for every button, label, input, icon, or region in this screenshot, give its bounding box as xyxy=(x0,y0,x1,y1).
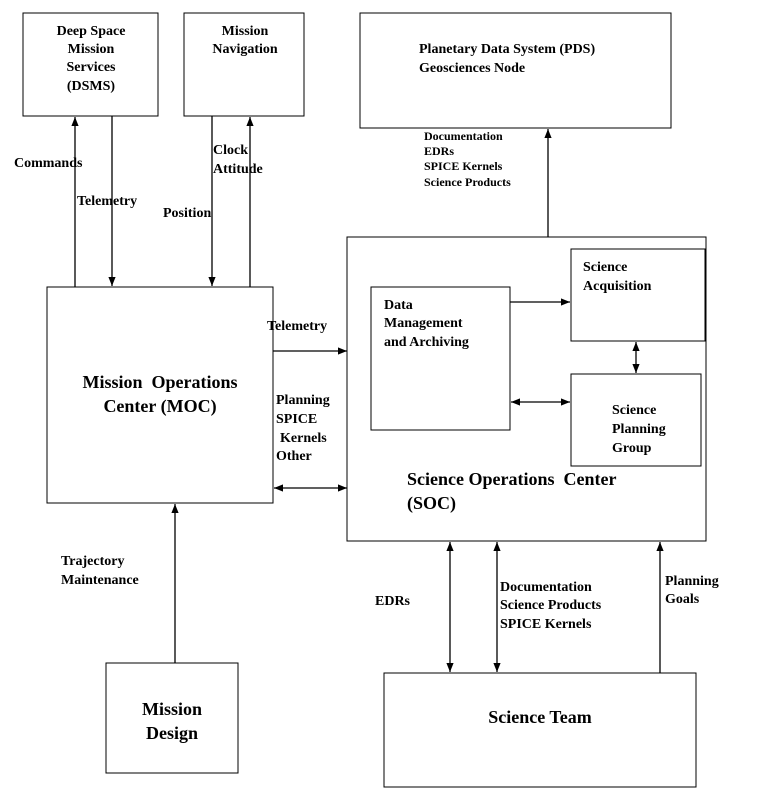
telemetry-label: Telemetry xyxy=(77,194,137,209)
mission-design-label: Design xyxy=(146,723,198,743)
team-flow-label: Documentation xyxy=(500,580,592,595)
mission-design-box: Mission Design xyxy=(105,662,239,774)
navigation-label: Mission xyxy=(222,24,269,39)
navigation-label: Navigation xyxy=(212,42,278,57)
soc-label: (SOC) xyxy=(407,493,456,514)
science-acquisition-label: Acquisition xyxy=(583,279,652,294)
science-acquisition-box: Science Acquisition xyxy=(570,248,706,342)
data-management-label: Management xyxy=(384,316,463,331)
trajectory-label: Maintenance xyxy=(61,573,139,588)
science-planning-label: Group xyxy=(612,441,652,456)
soc-label: Science Operations Center xyxy=(407,469,616,489)
pds-flow-label: EDRs xyxy=(424,144,454,158)
planning-goals-label: Planning xyxy=(665,574,719,589)
dsms-label: (DSMS) xyxy=(67,79,116,94)
science-planning-label: Science xyxy=(612,403,656,418)
pds-box: Planetary Data System (PDS) Geosciences … xyxy=(359,12,672,129)
attitude-label: Attitude xyxy=(213,162,263,177)
science-team-label: Science Team xyxy=(488,707,592,727)
pds-flow-label: Science Products xyxy=(424,175,511,189)
science-acquisition-label: Science xyxy=(583,260,627,275)
data-management-box: Data Management and Archiving xyxy=(370,286,511,431)
edrs-label: EDRs xyxy=(375,594,411,609)
trajectory-label: Trajectory xyxy=(61,554,124,569)
pds-flow-label: SPICE Kernels xyxy=(424,159,503,173)
dsms-box: Deep Space Mission Services (DSMS) xyxy=(22,12,159,117)
team-flow-label: Science Products xyxy=(500,598,602,613)
clock-label: Clock xyxy=(213,143,248,158)
moc-box: Mission Operations Center (MOC) xyxy=(46,286,274,504)
mission-design-label: Mission xyxy=(142,699,202,719)
planning-flow-label: Other xyxy=(276,449,312,464)
pds-label: Planetary Data System (PDS) xyxy=(419,42,595,57)
planning-flow-label: Kernels xyxy=(280,431,327,446)
dsms-label: Mission xyxy=(68,42,115,57)
planning-goals-label: Goals xyxy=(665,592,700,607)
moc-label: Center (MOC) xyxy=(103,396,216,417)
pds-flow-label: Documentation xyxy=(424,129,503,143)
science-team-box: Science Team xyxy=(383,672,697,788)
planning-flow-label: Planning xyxy=(276,393,330,408)
commands-label: Commands xyxy=(14,156,83,171)
position-label: Position xyxy=(163,206,211,221)
planning-flow-label: SPICE xyxy=(276,412,317,427)
dsms-label: Services xyxy=(67,60,117,75)
data-management-label: Data xyxy=(384,298,413,313)
team-flow-label: SPICE Kernels xyxy=(500,617,592,632)
pds-label: Geosciences Node xyxy=(419,61,525,76)
science-planning-group-box: Science Planning Group xyxy=(570,373,702,467)
data-management-label: and Archiving xyxy=(384,335,469,350)
telemetry-soc-label: Telemetry xyxy=(267,319,327,334)
dsms-label: Deep Space xyxy=(57,24,126,39)
mission-navigation-box: Mission Navigation xyxy=(183,12,305,117)
moc-label: Mission Operations xyxy=(82,372,237,392)
science-planning-label: Planning xyxy=(612,422,666,437)
